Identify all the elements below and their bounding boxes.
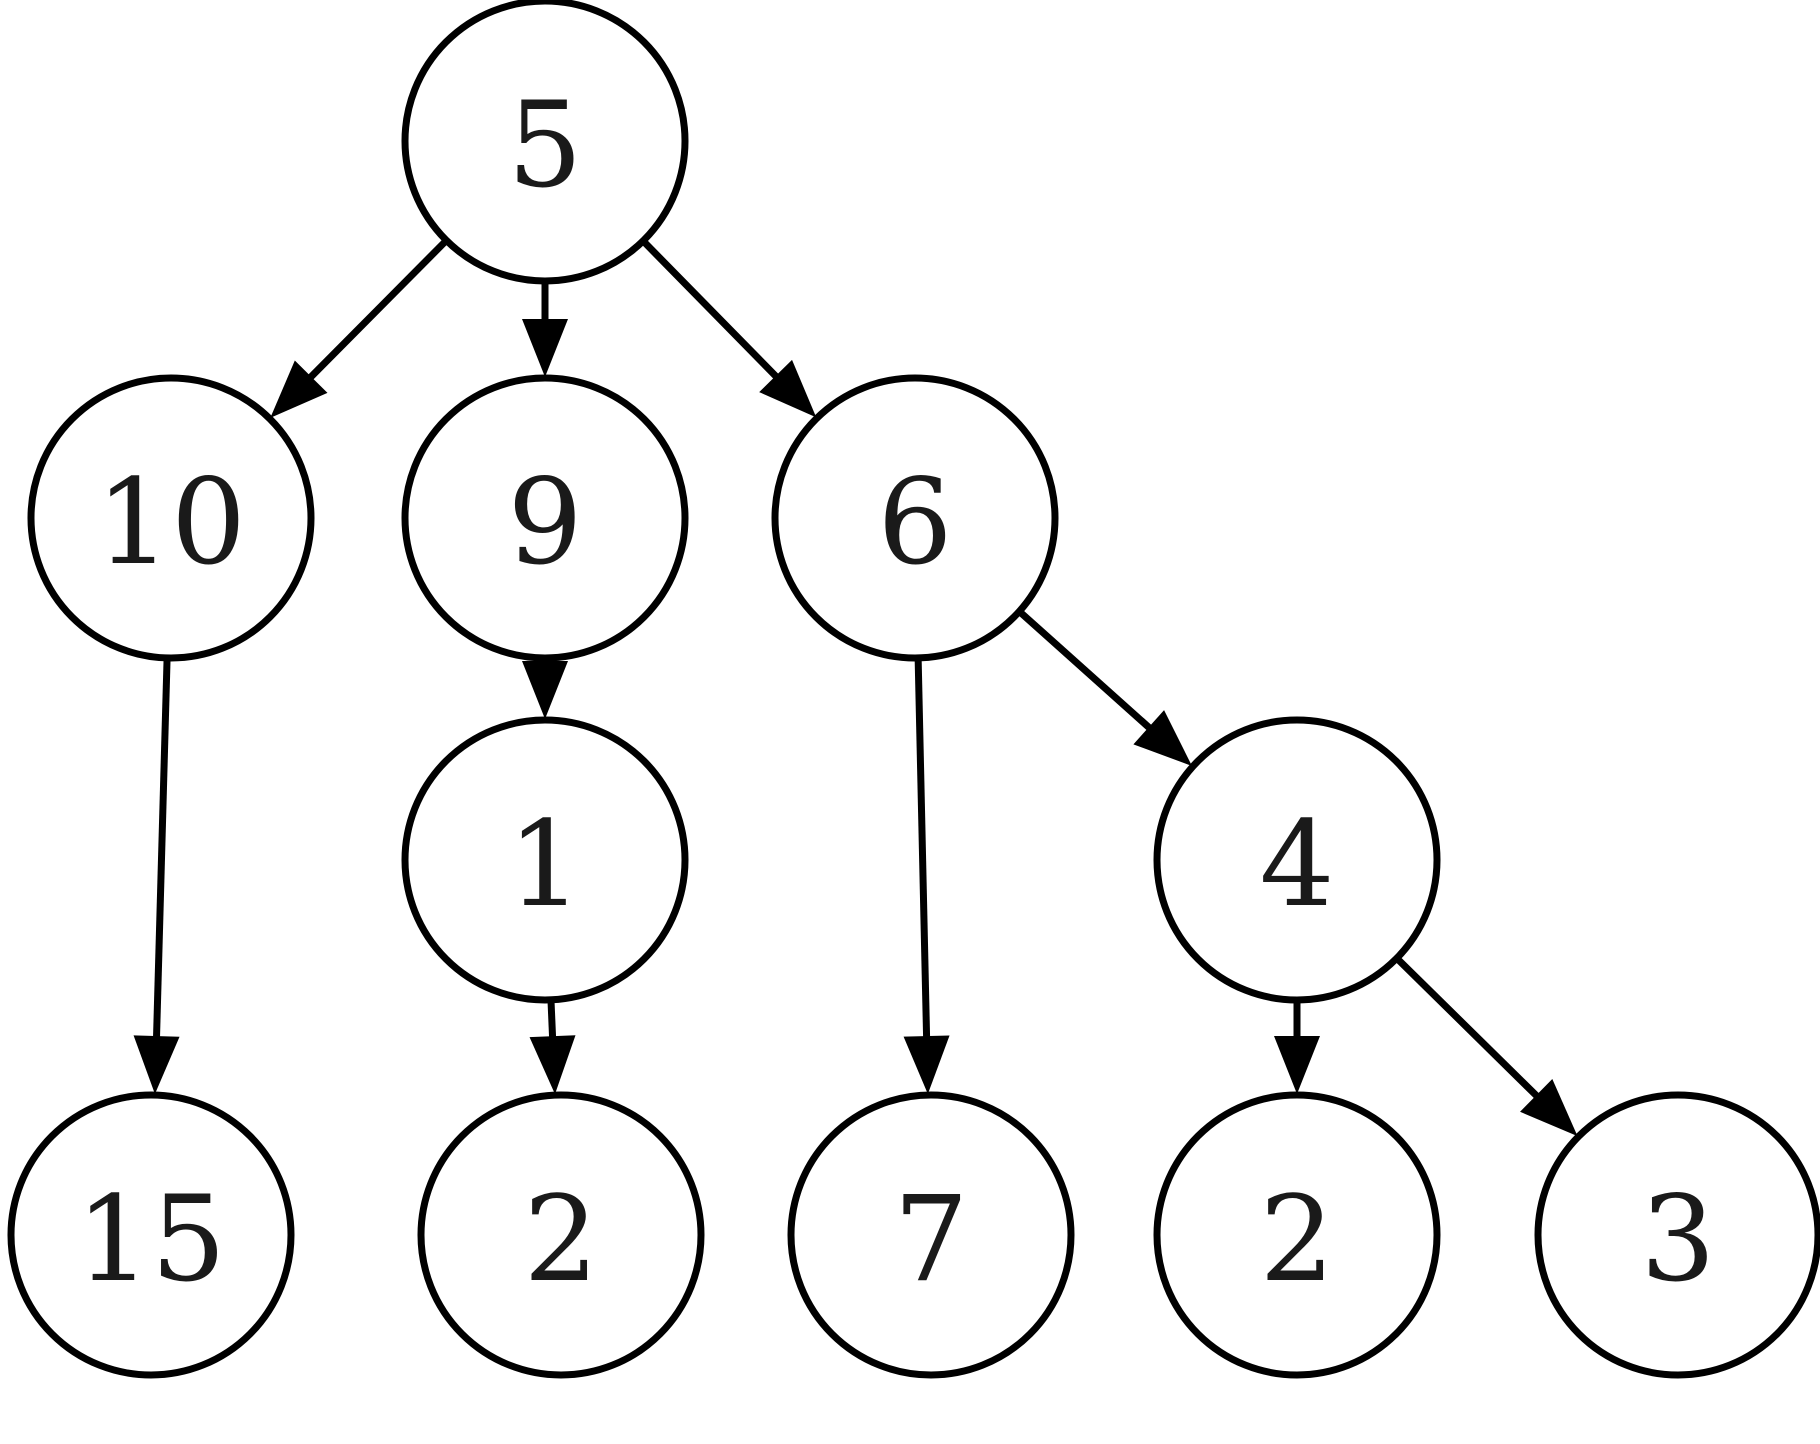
edge-5-to-10 (270, 239, 448, 418)
arrowhead-icon (1133, 710, 1192, 766)
graph-node[interactable]: 15 (7, 1091, 295, 1379)
graph-node[interactable]: 2 (417, 1091, 705, 1379)
edge-shaft (914, 659, 931, 1041)
node-circle[interactable] (7, 1091, 295, 1379)
graph-node[interactable]: 4 (1153, 716, 1441, 1004)
node-label: 15 (76, 1170, 226, 1308)
arrowhead-icon (903, 1035, 950, 1095)
node-label: 5 (507, 76, 582, 214)
node-label: 2 (523, 1170, 598, 1308)
node-circle[interactable] (417, 1091, 705, 1379)
graph-node[interactable]: 3 (1534, 1091, 1820, 1379)
node-label: 3 (1640, 1170, 1715, 1308)
node-circle[interactable] (401, 374, 689, 662)
edge-shaft (1395, 957, 1542, 1102)
node-label: 10 (96, 453, 246, 591)
edge-shaft (547, 1001, 557, 1041)
arrowhead-icon (133, 1035, 180, 1095)
node-label: 4 (1259, 795, 1334, 933)
edges-layer (133, 239, 1578, 1137)
edge-5-to-9 (522, 283, 568, 377)
arrowhead-icon (1520, 1079, 1578, 1137)
node-circle[interactable] (1153, 716, 1441, 1004)
edge-shaft (641, 239, 782, 382)
edge-5-to-6 (641, 239, 817, 418)
node-circle[interactable] (401, 0, 689, 285)
arrowhead-icon (522, 319, 568, 377)
node-circle[interactable] (787, 1091, 1075, 1379)
node-label: 6 (877, 453, 952, 591)
node-label: 7 (893, 1170, 968, 1308)
edge-1-to-2 (529, 1001, 576, 1095)
arrowhead-icon (1274, 1036, 1320, 1094)
edge-shaft (152, 659, 171, 1041)
arrowhead-icon (522, 661, 568, 719)
node-circle[interactable] (771, 374, 1059, 662)
graph-node[interactable]: 10 (27, 374, 315, 662)
edge-shaft (1018, 610, 1155, 733)
graph-node[interactable]: 2 (1153, 1091, 1441, 1379)
arrowhead-icon (529, 1035, 576, 1095)
edge-6-to-7 (903, 659, 950, 1095)
arrowhead-icon (759, 359, 817, 418)
edge-4-to-2 (1274, 1002, 1320, 1094)
graph-node[interactable]: 6 (771, 374, 1059, 662)
node-label: 1 (507, 795, 582, 933)
node-circle[interactable] (1153, 1091, 1441, 1379)
edge-6-to-4 (1018, 610, 1192, 766)
edge-4-to-3 (1395, 957, 1578, 1137)
edge-9-to-1 (522, 660, 568, 719)
node-circle[interactable] (27, 374, 315, 662)
node-circle[interactable] (401, 716, 689, 1004)
node-label: 9 (507, 453, 582, 591)
edge-shaft (305, 239, 448, 383)
arrowhead-icon (270, 360, 328, 418)
graph-node[interactable]: 9 (401, 374, 689, 662)
nodes-layer: 5 10 9 6 1 4 15 2 7 2 3 (7, 0, 1820, 1379)
edge-10-to-15 (133, 659, 180, 1095)
graph-node[interactable]: 1 (401, 716, 689, 1004)
graph-node[interactable]: 7 (787, 1091, 1075, 1379)
node-label: 2 (1259, 1170, 1334, 1308)
graph-node[interactable]: 5 (401, 0, 689, 285)
node-circle[interactable] (1534, 1091, 1820, 1379)
